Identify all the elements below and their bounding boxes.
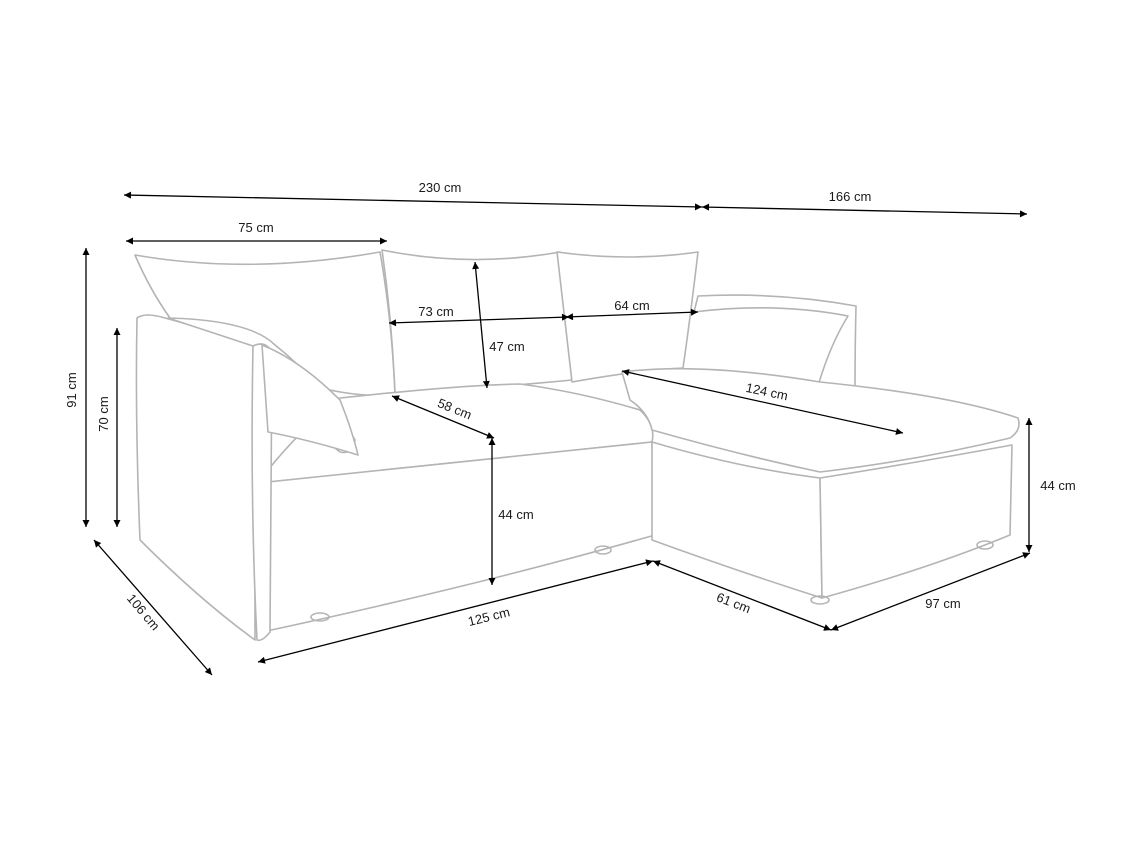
label-back-cushion-left-width: 73 cm [418, 304, 453, 319]
label-seat-height: 44 cm [498, 507, 533, 522]
sofa-foot-chaise-right [976, 540, 994, 550]
label-chaise-height: 44 cm [1040, 478, 1075, 493]
dim-line-166 [701, 203, 1028, 218]
dim-line-106 [93, 539, 213, 676]
dim-line-230 [123, 191, 703, 211]
label-chaise-front-width: 97 cm [925, 596, 960, 611]
label-armrest-height: 70 cm [96, 396, 111, 431]
label-total-height: 91 cm [64, 372, 79, 407]
dim-line-97 [830, 552, 1031, 631]
dim-line-64 [565, 308, 699, 321]
label-back-cushion-height: 47 cm [489, 339, 524, 354]
dimension-lines [82, 191, 1033, 676]
label-total-width: 230 cm [419, 180, 462, 195]
label-chaise-width: 166 cm [829, 189, 872, 204]
dim-line-125 [257, 559, 654, 664]
sofa-foot-middle [594, 545, 612, 555]
label-armrest-cushion-width: 75 cm [238, 220, 273, 235]
label-front-width: 125 cm [466, 604, 511, 629]
dim-line-58 [391, 395, 495, 439]
label-back-cushion-right-width: 64 cm [614, 298, 649, 313]
left-armrest-side [135, 314, 256, 641]
sofa-outline [134, 249, 1020, 642]
label-chaise-inner-depth: 61 cm [714, 589, 752, 616]
left-armrest-pillow [261, 344, 359, 456]
dim-line-124 [621, 369, 904, 435]
dim-line-61 [652, 560, 832, 631]
middle-back-pillow [381, 249, 573, 394]
dim-line-47 [472, 261, 490, 389]
